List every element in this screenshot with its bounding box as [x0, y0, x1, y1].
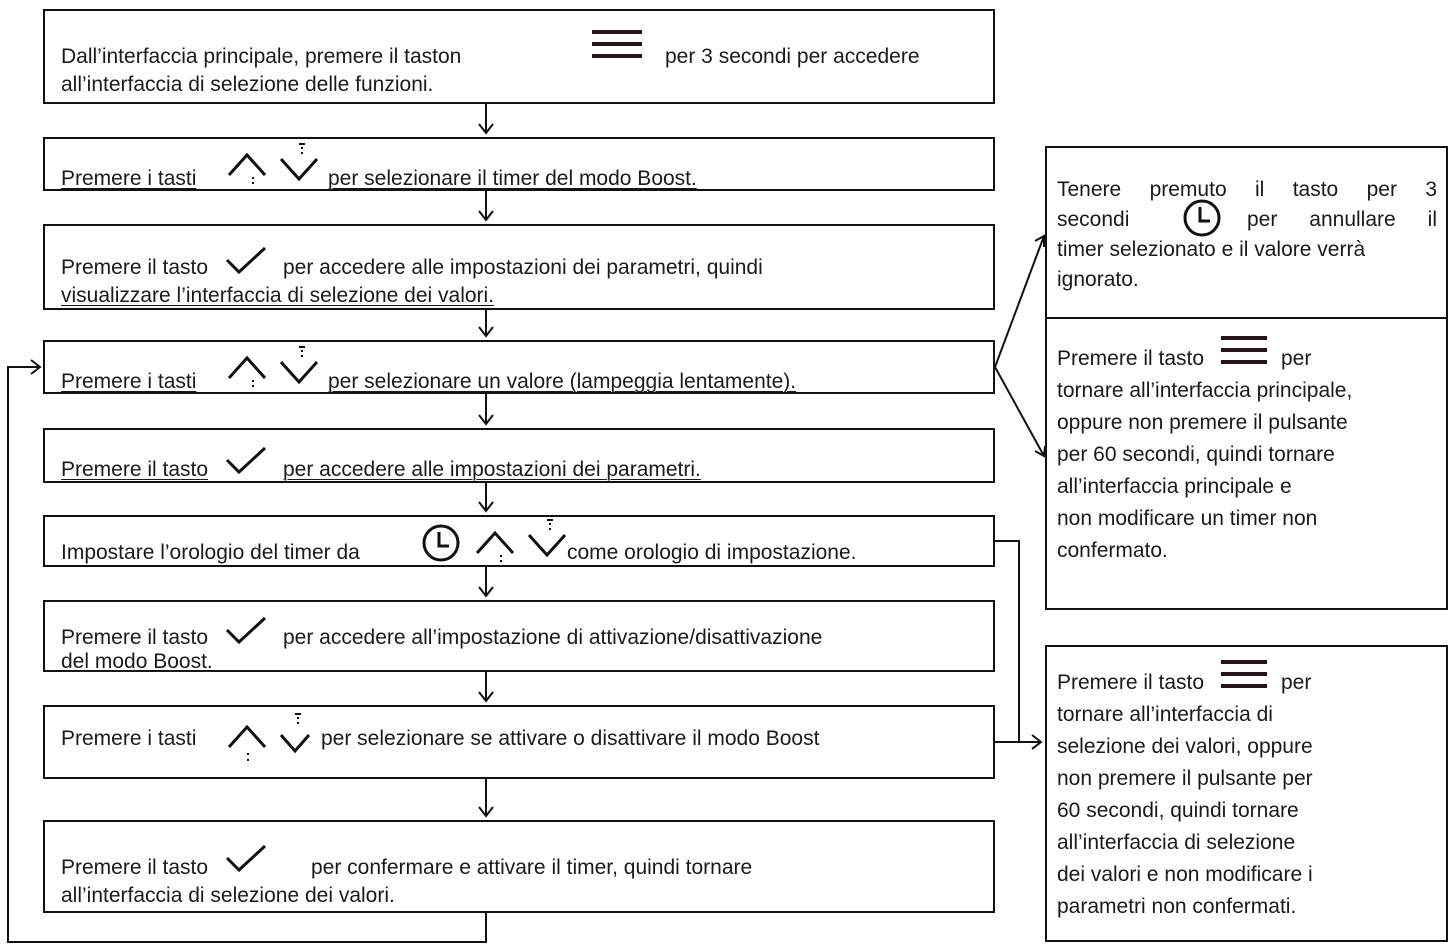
step-8-box: Premere i tasti per selezionare se attiv…	[43, 705, 995, 779]
side-bottom-line-5: all’interfaccia di selezione	[1057, 831, 1296, 854]
side-mid-box: Premere il tasto per tornare all’interfa…	[1045, 317, 1448, 610]
step-1-text-b: per 3 secondi per accedere	[665, 45, 920, 68]
menu-icon	[1221, 660, 1267, 688]
branch-to-side-mid	[994, 366, 1046, 458]
step-2-box: Premere i tasti per selezionare il timer…	[43, 137, 995, 191]
menu-icon	[592, 30, 642, 58]
step-5-text-a: Premere il tasto	[61, 458, 209, 481]
step-6-text-a: Impostare l’orologio del timer da	[61, 541, 360, 564]
step-4-box: Premere i tasti per selezionare un valor…	[43, 340, 995, 394]
branch-to-side-top	[994, 234, 1045, 368]
side-mid-text-a: Premere il tasto	[1057, 347, 1205, 370]
side-bottom-box: Premere il tasto per tornare all’interfa…	[1045, 645, 1448, 942]
side-top-line-4: ignorato.	[1057, 268, 1139, 291]
chevron-up-icon	[227, 355, 267, 387]
step-9-text-a: Premere il tasto	[61, 856, 209, 879]
side-bottom-line-1: tornare all’interfaccia di	[1057, 703, 1273, 726]
step-9-box: Premere il tasto per confermare e attiva…	[43, 820, 995, 913]
side-bottom-line-2: selezione dei valori, oppure	[1057, 735, 1313, 758]
clock-icon	[422, 524, 460, 562]
chevron-down-icon	[279, 143, 319, 182]
chevron-up-icon	[475, 530, 515, 562]
step-3-text-c: visualizzare l’interfaccia di selezione …	[61, 284, 495, 307]
side-bottom-line-3: non premere il pulsante per	[1057, 767, 1313, 790]
check-icon	[225, 246, 267, 275]
side-mid-line-4: all’interfaccia principale e	[1057, 475, 1292, 498]
arrow-8-9	[478, 779, 494, 818]
check-icon	[225, 844, 267, 873]
side-mid-line-2: oppure non premere il pulsante	[1057, 411, 1348, 434]
side-bottom-line-4: 60 secondi, quindi tornare	[1057, 799, 1299, 822]
arrow-1-2	[478, 104, 494, 135]
check-icon	[225, 616, 267, 645]
step-9-text-c: all’interfaccia di selezione dei valori.	[61, 884, 395, 907]
step-3-text-b: per accedere alle impostazioni dei param…	[283, 256, 763, 279]
side-mid-line-5: non modificare un timer non	[1057, 507, 1318, 530]
side-mid-line-6: confermato.	[1057, 539, 1168, 562]
side-top-line-1: Tenere premuto il tasto per 3	[1057, 178, 1437, 201]
side-top-line-2a: secondi	[1057, 208, 1130, 231]
side-bottom-text-a: Premere il tasto	[1057, 671, 1205, 694]
step-6-box: Impostare l’orologio del timer da come o…	[43, 515, 995, 567]
arrow-3-4	[478, 310, 494, 338]
step-7-text-b: per accedere all’impostazione di attivaz…	[283, 626, 823, 649]
loop-back-connector	[7, 359, 487, 943]
step-2-text-b: per selezionare il timer del modo Boost.	[328, 167, 697, 190]
arrow-6-7	[478, 567, 494, 598]
step-7-text-c: del modo Boost.	[61, 650, 213, 673]
arrow-4-5	[478, 394, 494, 426]
side-bottom-line-6: dei valori e non modificare i	[1057, 863, 1313, 886]
arrow-5-6	[478, 483, 494, 513]
step-8-text-a: Premere i tasti	[61, 727, 197, 750]
arrow-2-3	[478, 191, 494, 222]
chevron-up-icon	[227, 724, 267, 761]
arrow-7-8	[478, 672, 494, 703]
branch-to-side-bottom	[995, 540, 1043, 750]
clock-icon	[1183, 199, 1221, 237]
step-1-text-c: all’interfaccia di selezione delle funzi…	[61, 73, 434, 96]
side-top-line-2b: per annullare il	[1247, 208, 1437, 231]
step-5-text-b: per accedere alle impostazioni dei param…	[283, 458, 701, 481]
chevron-down-icon	[279, 713, 311, 754]
step-3-box: Premere il tasto per accedere alle impos…	[43, 224, 995, 310]
step-4-text-b: per selezionare un valore (lampeggia len…	[328, 370, 797, 393]
side-top-box: Tenere premuto il tasto per 3 secondi pe…	[1045, 146, 1448, 319]
step-7-text-a: Premere il tasto	[61, 626, 209, 649]
side-bottom-line-7: parametri non confermati.	[1057, 895, 1297, 918]
step-4-text-a: Premere i tasti	[61, 370, 197, 393]
side-top-line-3: timer selezionato e il valore verrà	[1057, 238, 1366, 261]
side-mid-line-1: tornare all’interfaccia principale,	[1057, 379, 1353, 402]
side-bottom-text-b: per	[1281, 671, 1312, 694]
step-1-box: Dall’interfaccia principale, premere il …	[43, 9, 995, 104]
chevron-up-icon	[227, 152, 267, 184]
step-9-text-b: per confermare e attivare il timer, quin…	[311, 856, 753, 879]
step-2-text-a: Premere i tasti	[61, 167, 197, 190]
check-icon	[225, 446, 267, 475]
step-7-box: Premere il tasto per accedere all’impost…	[43, 600, 995, 673]
chevron-down-icon	[279, 346, 319, 385]
step-3-text-a: Premere il tasto	[61, 256, 209, 279]
step-6-text-b: come orologio di impostazione.	[567, 541, 857, 564]
step-8-text-b: per selezionare se attivare o disattivar…	[321, 727, 820, 750]
step-1-text-a: Dall’interfaccia principale, premere il …	[61, 45, 462, 68]
side-mid-text-b: per	[1281, 347, 1312, 370]
side-mid-line-3: per 60 secondi, quindi tornare	[1057, 443, 1335, 466]
chevron-down-icon	[527, 519, 567, 558]
menu-icon	[1221, 336, 1267, 364]
step-5-box: Premere il tasto per accedere alle impos…	[43, 428, 995, 483]
